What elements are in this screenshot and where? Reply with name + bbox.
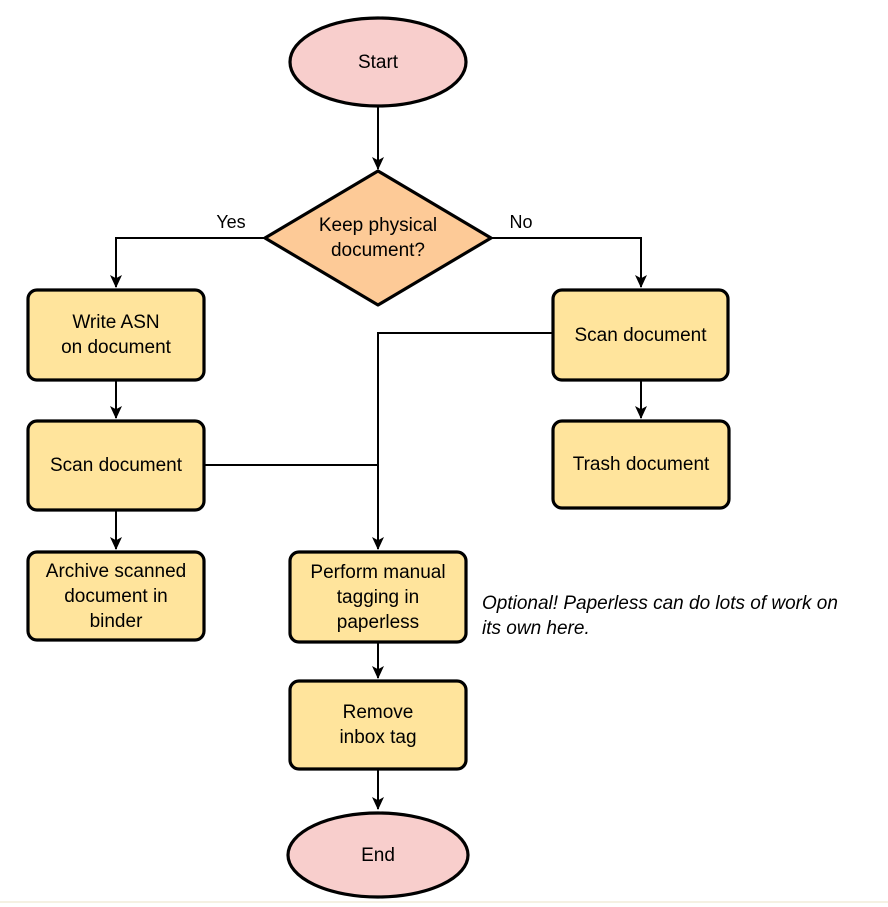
optional-annotation-text: Optional! Paperless can do lots of work …: [482, 593, 838, 639]
decision-diamond-shape: [263, 169, 493, 307]
edge-scan-right-to-perform-tagging: [372, 332, 553, 550]
perform-tagging-node-label: Perform manual tagging in paperless: [310, 561, 446, 633]
scan-right-process-shape: [551, 288, 730, 382]
edge-decision-no-to-scan-right: [491, 237, 647, 288]
perform-tagging-process-shape: [288, 550, 468, 644]
write-asn-process-shape: [26, 288, 206, 382]
yes-edge-label: Yes: [216, 212, 246, 232]
write-asn-node-label: Write ASN on document: [61, 312, 171, 358]
archive-node-label: Archive scanned document in binder: [45, 560, 187, 632]
end-node-label: End: [361, 844, 395, 866]
trash-process-shape: [551, 419, 731, 510]
decision-node-label: Keep physical document?: [318, 215, 438, 261]
archive-process-shape: [26, 550, 206, 642]
scan-left-node-label: Scan document: [49, 455, 183, 476]
no-edge-label: No: [509, 212, 533, 232]
scan-left-process-shape: [26, 419, 206, 512]
scan-right-node-label: Scan document: [574, 324, 707, 346]
canvas-bottom-edge-line: [0, 901, 888, 903]
start-terminator-shape: [288, 16, 468, 108]
edge-decision-yes-to-write-asn: [110, 237, 265, 288]
start-node-label: Start: [357, 51, 399, 73]
end-terminator-shape: [286, 811, 470, 899]
remove-inbox-process-shape: [288, 679, 468, 771]
remove-inbox-node-label: Remove inbox tag: [339, 702, 417, 748]
trash-node-label: Trash document: [572, 454, 710, 475]
